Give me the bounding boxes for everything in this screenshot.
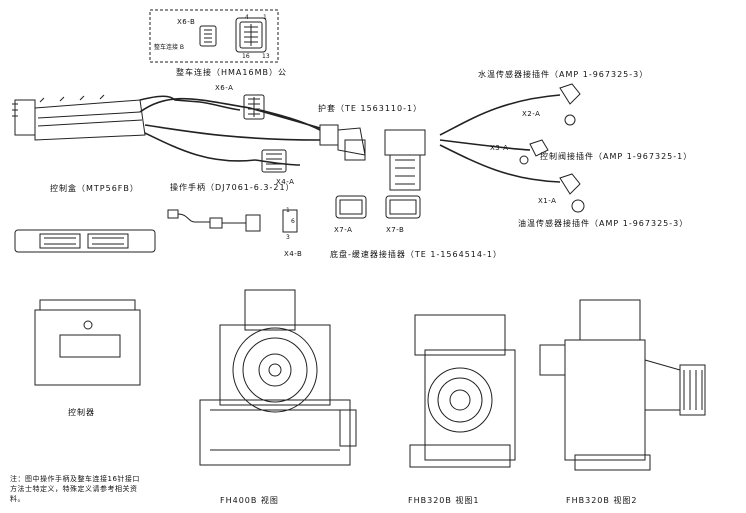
fhb320b-view1-drawing [410, 315, 515, 467]
pin-16-label: 16 [242, 53, 250, 60]
x4b-label: X4-B [284, 250, 303, 258]
pin-1b-label: 1 [286, 207, 290, 214]
pin-13-label: 13 [262, 53, 270, 60]
vehicle-connector-label: 整车连接（HMA16MB）公 [176, 68, 287, 77]
fhb320b-view2-drawing [540, 300, 705, 470]
x1a-label: X1-A [538, 197, 557, 205]
x3a-label: X3-A [490, 144, 509, 152]
fh400b-drawing [200, 290, 356, 465]
x7a-connector [336, 196, 366, 218]
water-temp-sensor-label: 水温传感器接插件（AMP 1-967325-3） [478, 70, 649, 79]
pin-4-label: 4 [245, 14, 249, 21]
chassis-connector-label: 底盘-缓速器接插器（TE 1-1564514-1） [330, 250, 502, 259]
fhb320b-view2-label: FHB320B 视图2 [566, 496, 638, 505]
handle-connector [262, 150, 286, 172]
x4b-connector [283, 210, 297, 232]
fhb320b-view1-label: FHB320B 视图1 [408, 496, 480, 505]
controller-box-label: 控制盒（MTP56FB） [50, 184, 139, 193]
fh400b-view-label: FH400B 视图 [220, 496, 279, 505]
x6b-connector-group [150, 10, 278, 62]
sensor-connectors [520, 84, 584, 212]
x7a-label: X7-A [334, 226, 353, 234]
oil-temp-sensor-label: 油温传感器接插件（AMP 1-967325-3） [518, 219, 689, 228]
controller-label: 控制器 [68, 408, 95, 417]
controller-box-drawing [12, 95, 145, 140]
pin-1-label: 1 [263, 14, 267, 21]
controller-pinout-view [15, 230, 155, 252]
x7b-label: X7-B [386, 226, 405, 234]
pin-6-label: 6 [291, 218, 295, 225]
x4a-label: X4-A [276, 178, 295, 186]
x6b-title: X6-B [177, 18, 196, 26]
central-connector-pair [320, 125, 425, 190]
x2a-label: X2-A [522, 110, 541, 118]
x6a-connector [244, 95, 264, 119]
x6b-sub-label: 整车连接 B [154, 44, 185, 51]
handle-label: 操作手柄（DJ7061-6.3-21） [170, 183, 295, 192]
controller-drawing [35, 300, 140, 385]
x6a-label: X6-A [215, 84, 234, 92]
harness-lines [140, 95, 560, 182]
x4a-connector [168, 210, 260, 231]
control-valve-label: 控制阀接插件（AMP 1-967325-1） [540, 152, 693, 161]
x7b-connector [386, 196, 420, 218]
pin-3-label: 3 [286, 234, 290, 241]
footnote: 注：图中操作手柄及整车连接16针接口方法士特定义，特殊定义请参考相关资料。 [10, 475, 140, 503]
sheath-label: 护套（TE 1563110-1） [318, 104, 423, 113]
